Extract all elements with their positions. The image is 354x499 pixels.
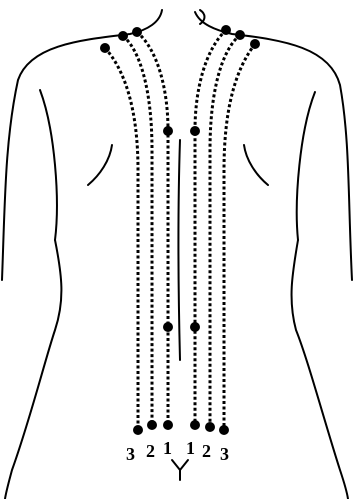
right-arm-inner-contour bbox=[297, 92, 315, 240]
right-scapula-line bbox=[244, 145, 268, 185]
left-scapula-line bbox=[88, 145, 112, 185]
spine-line bbox=[179, 140, 181, 360]
left-arm-inner-contour bbox=[40, 90, 57, 240]
acupoints bbox=[100, 25, 260, 435]
left-lane-1-lower-point bbox=[163, 322, 173, 332]
right-body-contour bbox=[195, 12, 352, 280]
left-lane-3-top-point bbox=[100, 43, 110, 53]
left-lane-2-bottom-point bbox=[147, 420, 157, 430]
right-lane-1-lower-point bbox=[190, 322, 200, 332]
body-outline bbox=[2, 10, 352, 499]
right-lane-1-top-point bbox=[221, 25, 231, 35]
left-lane-2-top-point bbox=[118, 31, 128, 41]
lane-labels: 3 2 1 1 2 3 bbox=[126, 438, 229, 464]
right-waist-contour bbox=[292, 240, 348, 499]
left-lane-2-label: 2 bbox=[146, 441, 155, 461]
buttock-cleft bbox=[172, 460, 188, 480]
right-lane-2-label: 2 bbox=[202, 441, 211, 461]
right-lane-3-bottom-point bbox=[219, 425, 229, 435]
left-lane-1-bottom-point bbox=[163, 420, 173, 430]
right-lane-1-label: 1 bbox=[186, 438, 195, 458]
right-lane-1-bottom-point bbox=[190, 420, 200, 430]
right-lane-3-top-point bbox=[250, 39, 260, 49]
left-lane-1-top-point bbox=[132, 27, 142, 37]
left-lane-3-label: 3 bbox=[126, 444, 135, 464]
right-lane-3-path bbox=[224, 44, 255, 430]
right-lane-2-path bbox=[210, 35, 240, 425]
left-lane-1-upper-point bbox=[163, 126, 173, 136]
left-waist-contour bbox=[5, 240, 61, 499]
left-lane-3-path bbox=[105, 48, 138, 430]
left-lane-3-bottom-point bbox=[133, 425, 143, 435]
left-lane-1-label: 1 bbox=[163, 438, 172, 458]
right-lane-3-label: 3 bbox=[220, 444, 229, 464]
right-lane-2-bottom-point bbox=[205, 422, 215, 432]
meridian-lanes bbox=[105, 30, 255, 430]
right-lane-1-upper-point bbox=[190, 126, 200, 136]
right-lane-2-top-point bbox=[235, 30, 245, 40]
